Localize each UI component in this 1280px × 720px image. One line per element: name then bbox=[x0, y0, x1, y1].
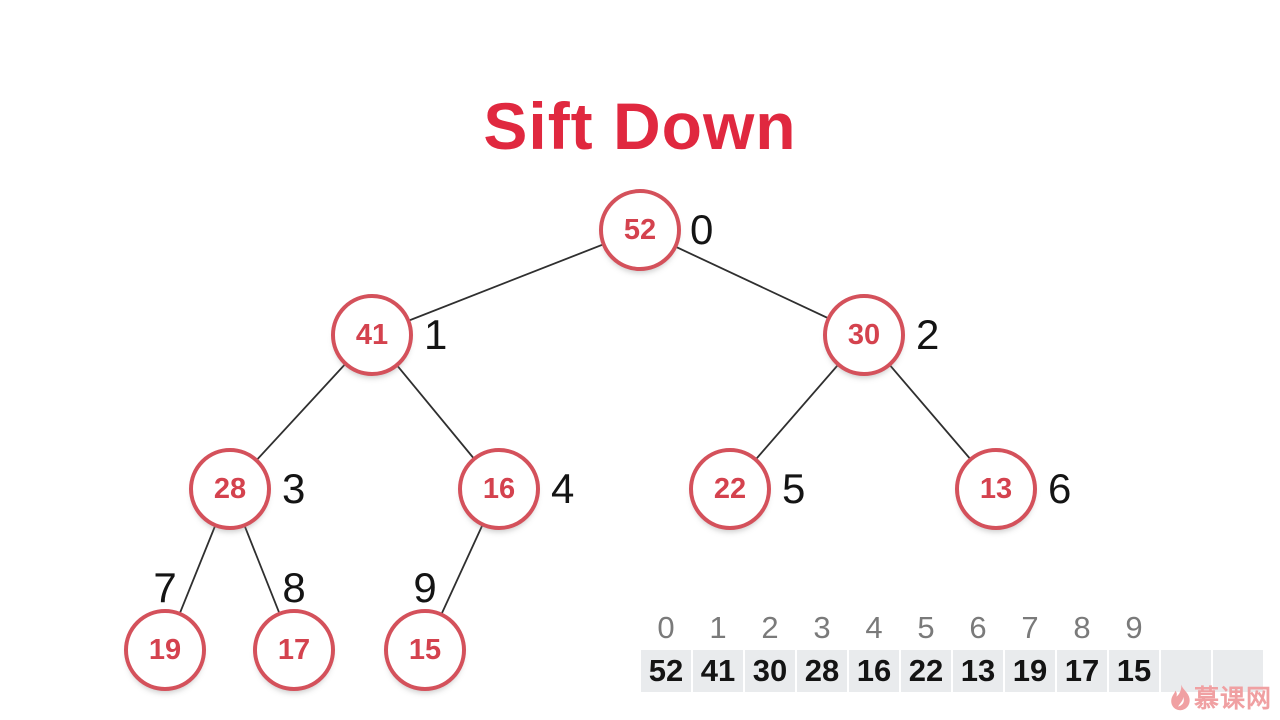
node-value: 15 bbox=[408, 633, 442, 666]
tree-node-7: 19 bbox=[124, 609, 206, 691]
node-index-label: 3 bbox=[282, 465, 306, 512]
array-index: 3 bbox=[813, 610, 831, 645]
array-index: 6 bbox=[969, 610, 987, 645]
tree-node-5: 22 bbox=[689, 448, 771, 530]
array-index-row: 0 1 2 3 4 5 6 7 8 9 bbox=[641, 610, 1263, 646]
array-index: 1 bbox=[709, 610, 727, 645]
node-value: 17 bbox=[277, 633, 311, 666]
node-index-label: 4 bbox=[551, 465, 575, 512]
node-value: 30 bbox=[847, 318, 881, 351]
node-index-label: 8 bbox=[282, 564, 306, 611]
node-value: 19 bbox=[148, 633, 182, 666]
array-cell: 52 bbox=[641, 650, 691, 692]
array-cell: 17 bbox=[1057, 650, 1107, 692]
array-index: 9 bbox=[1125, 610, 1143, 645]
node-value: 16 bbox=[482, 472, 516, 505]
array-index: 4 bbox=[865, 610, 883, 645]
tree-node-0: 52 bbox=[599, 189, 681, 271]
node-value: 22 bbox=[713, 472, 747, 505]
node-index-label: 5 bbox=[782, 465, 806, 512]
tree-node-8: 17 bbox=[253, 609, 335, 691]
tree-node-3: 28 bbox=[189, 448, 271, 530]
page-title: Sift Down bbox=[483, 89, 797, 163]
array-cell: 13 bbox=[953, 650, 1003, 692]
watermark-text: 慕课网 bbox=[1193, 685, 1272, 713]
array-value-row: 52 41 30 28 16 22 13 19 17 15 bbox=[641, 650, 1263, 692]
array-index: 0 bbox=[657, 610, 675, 645]
node-index-label: 7 bbox=[153, 564, 177, 611]
node-index-label: 6 bbox=[1048, 465, 1072, 512]
array-cell: 16 bbox=[849, 650, 899, 692]
array-cell: 41 bbox=[693, 650, 743, 692]
tree-node-9: 15 bbox=[384, 609, 466, 691]
tree-node-2: 30 bbox=[823, 294, 905, 376]
node-index-label: 9 bbox=[413, 564, 437, 611]
node-value: 13 bbox=[979, 472, 1013, 505]
array-index: 7 bbox=[1021, 610, 1039, 645]
array-cell: 19 bbox=[1005, 650, 1055, 692]
array-index: 2 bbox=[761, 610, 779, 645]
array-index: 8 bbox=[1073, 610, 1091, 645]
array-cell: 15 bbox=[1109, 650, 1159, 692]
array-index: 5 bbox=[917, 610, 935, 645]
heap-array: 0 1 2 3 4 5 6 7 8 9 52 41 30 28 16 22 13… bbox=[641, 610, 1263, 692]
array-cell-empty bbox=[1161, 650, 1211, 692]
node-index-label: 0 bbox=[690, 206, 714, 253]
array-cell: 22 bbox=[901, 650, 951, 692]
array-cell: 30 bbox=[745, 650, 795, 692]
tree-node-1: 41 bbox=[331, 294, 413, 376]
watermark: 慕课网 bbox=[1170, 679, 1272, 715]
node-index-label: 2 bbox=[916, 311, 940, 358]
array-cell: 28 bbox=[797, 650, 847, 692]
flame-icon bbox=[1171, 684, 1190, 710]
node-value: 41 bbox=[355, 318, 389, 351]
tree-node-4: 16 bbox=[458, 448, 540, 530]
node-value: 28 bbox=[213, 472, 247, 505]
node-value: 52 bbox=[623, 213, 657, 246]
tree-node-6: 13 bbox=[955, 448, 1037, 530]
array-cell-empty bbox=[1213, 650, 1263, 692]
node-index-label: 1 bbox=[424, 311, 448, 358]
